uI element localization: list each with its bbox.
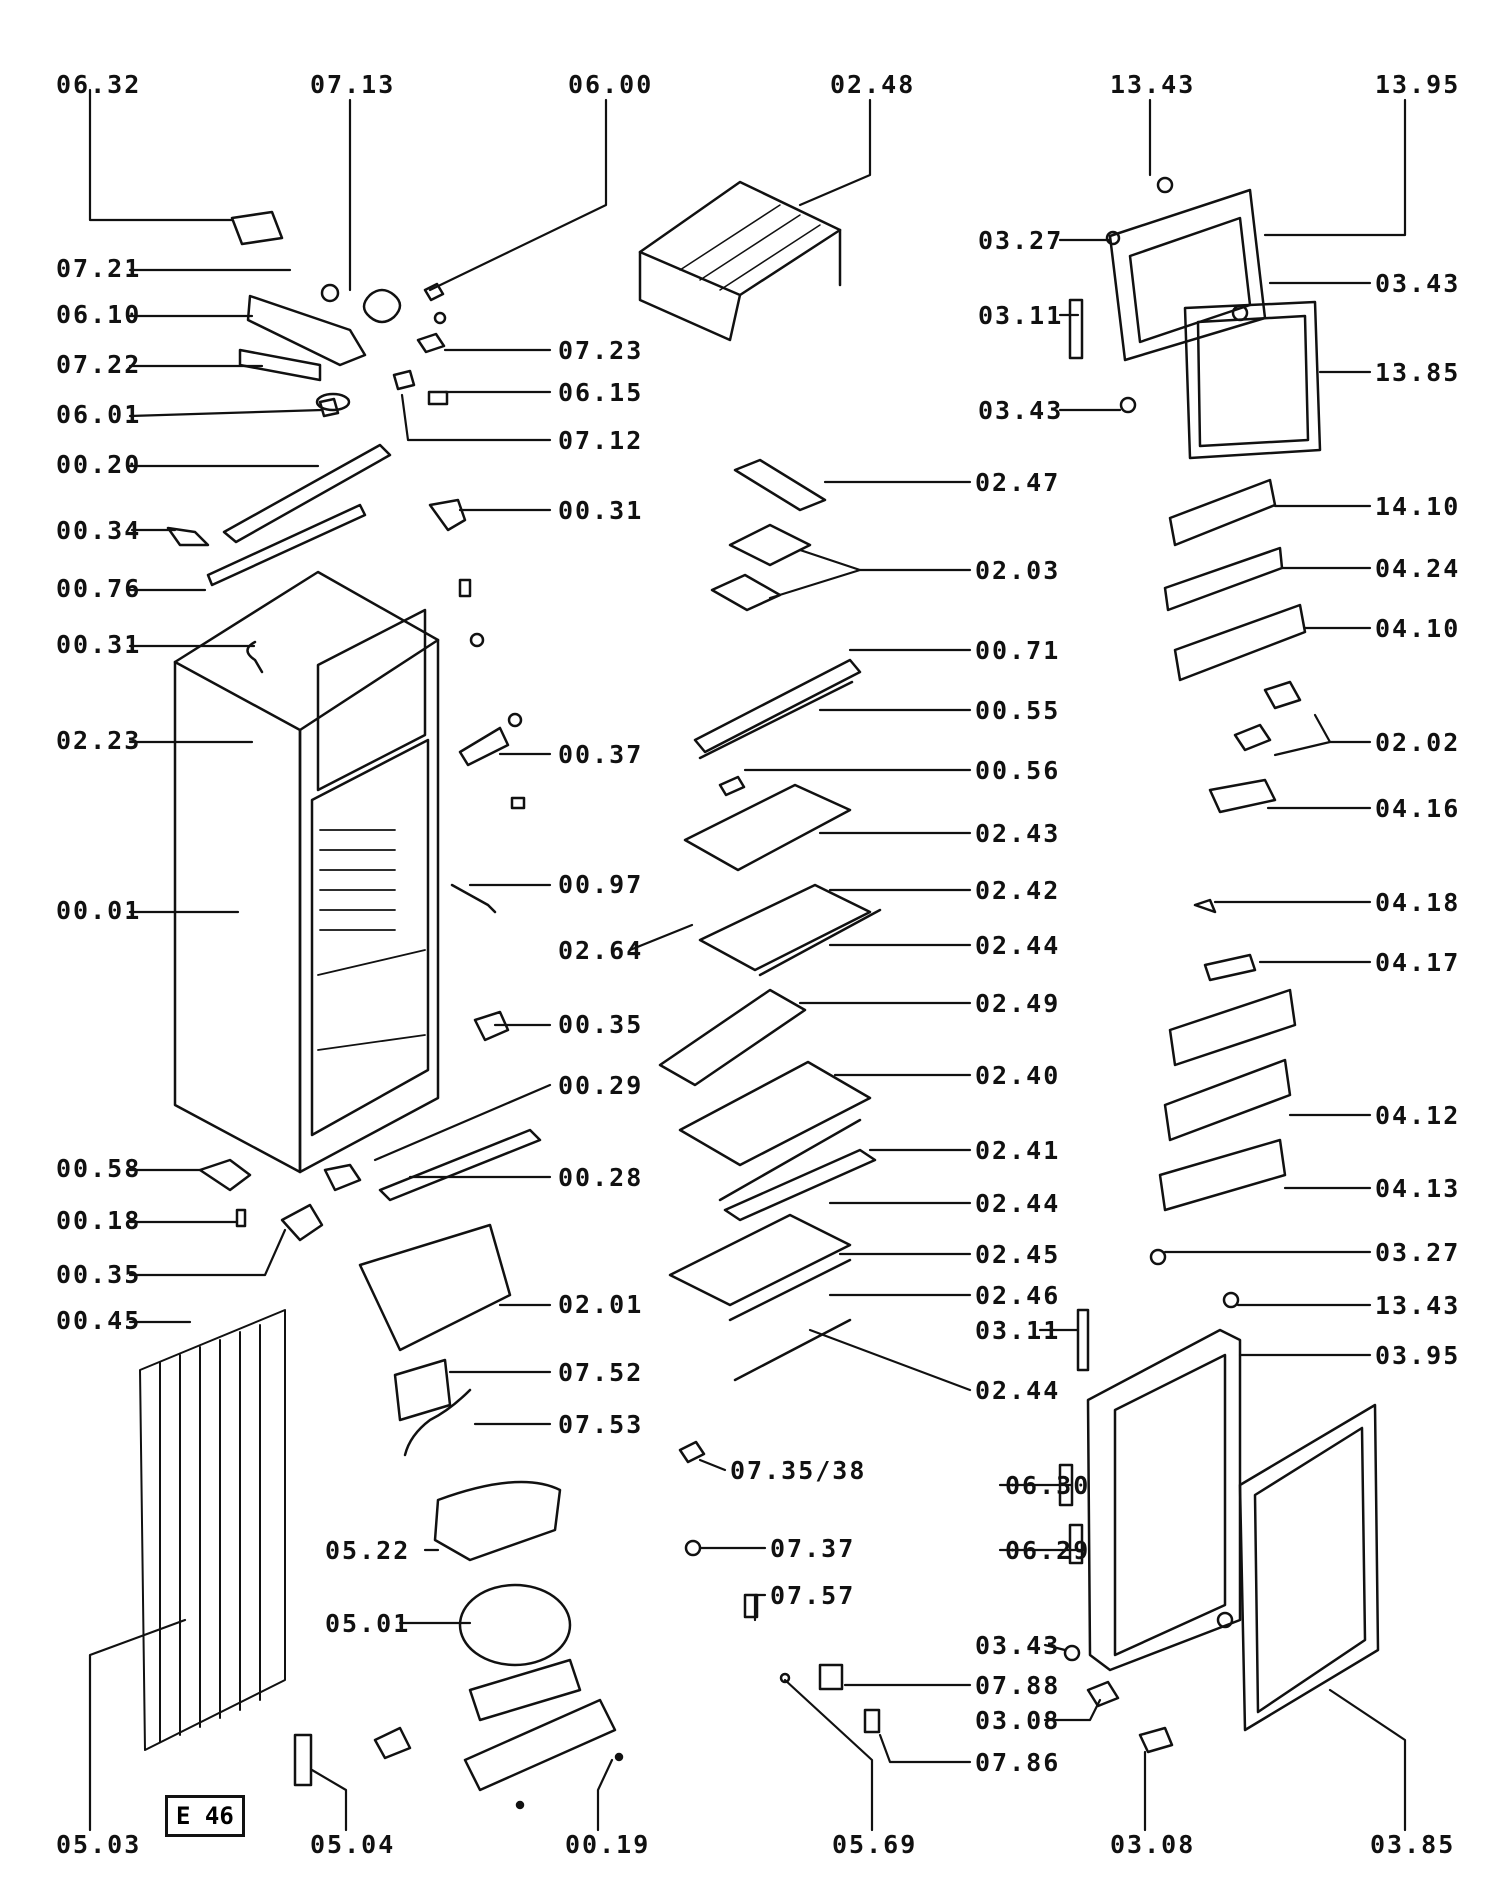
label-04-17: 04.17 xyxy=(1375,948,1461,977)
cabinet-body xyxy=(173,570,440,1174)
label-00-31-mid: 00.31 xyxy=(558,496,644,525)
label-06-32: 06.32 xyxy=(56,70,142,99)
label-00-19: 00.19 xyxy=(565,1830,651,1859)
label-05-04: 05.04 xyxy=(310,1830,396,1859)
label-00-97: 00.97 xyxy=(558,870,644,899)
label-00-76: 00.76 xyxy=(56,574,142,603)
label-07-12: 07.12 xyxy=(558,426,644,455)
label-04-12: 04.12 xyxy=(1375,1101,1461,1130)
label-13-95: 13.95 xyxy=(1375,70,1461,99)
label-02-42: 02.42 xyxy=(975,876,1061,905)
label-06-15: 06.15 xyxy=(558,378,644,407)
label-05-03: 05.03 xyxy=(56,1830,142,1859)
label-13-43-top: 13.43 xyxy=(1110,70,1196,99)
label-04-13: 04.13 xyxy=(1375,1174,1461,1203)
label-05-01: 05.01 xyxy=(325,1609,411,1638)
label-03-43-left: 03.43 xyxy=(978,396,1064,425)
label-00-35-mid: 00.35 xyxy=(558,1010,644,1039)
label-00-20: 00.20 xyxy=(56,450,142,479)
label-00-18: 00.18 xyxy=(56,1206,142,1235)
label-04-24: 04.24 xyxy=(1375,554,1461,583)
label-13-43-bottom: 13.43 xyxy=(1375,1291,1461,1320)
label-00-29: 00.29 xyxy=(558,1071,644,1100)
label-03-95: 03.95 xyxy=(1375,1341,1461,1370)
label-05-22: 05.22 xyxy=(325,1536,411,1565)
label-00-31-left: 00.31 xyxy=(56,630,142,659)
label-03-11-bottom: 03.11 xyxy=(975,1316,1061,1345)
label-02-03: 02.03 xyxy=(975,556,1061,585)
label-00-45: 00.45 xyxy=(56,1306,142,1335)
label-02-47: 02.47 xyxy=(975,468,1061,497)
label-07-37: 07.37 xyxy=(770,1534,856,1563)
label-02-44-b: 02.44 xyxy=(975,1189,1061,1218)
label-07-52: 07.52 xyxy=(558,1358,644,1387)
condenser xyxy=(139,1309,286,1751)
label-07-86: 07.86 xyxy=(975,1748,1061,1777)
label-02-48: 02.48 xyxy=(830,70,916,99)
label-07-23: 07.23 xyxy=(558,336,644,365)
label-04-10: 04.10 xyxy=(1375,614,1461,643)
label-00-34: 00.34 xyxy=(56,516,142,545)
label-06-30: 06.30 xyxy=(1005,1471,1091,1500)
shelves xyxy=(638,180,882,1734)
label-07-22: 07.22 xyxy=(56,350,142,379)
label-06-29: 06.29 xyxy=(1005,1536,1091,1565)
label-03-08-bottom: 03.08 xyxy=(1110,1830,1196,1859)
label-14-10: 14.10 xyxy=(1375,492,1461,521)
label-02-45: 02.45 xyxy=(975,1240,1061,1269)
label-04-16: 04.16 xyxy=(1375,794,1461,823)
label-07-88: 07.88 xyxy=(975,1671,1061,1700)
label-06-10: 06.10 xyxy=(56,300,142,329)
label-03-43-bottom: 03.43 xyxy=(975,1631,1061,1660)
label-02-23: 02.23 xyxy=(56,726,142,755)
label-06-00: 06.00 xyxy=(568,70,654,99)
label-02-40: 02.40 xyxy=(975,1061,1061,1090)
label-00-55: 00.55 xyxy=(975,696,1061,725)
label-00-28: 00.28 xyxy=(558,1163,644,1192)
label-00-56: 00.56 xyxy=(975,756,1061,785)
label-00-01: 00.01 xyxy=(56,896,142,925)
label-00-71: 00.71 xyxy=(975,636,1061,665)
label-03-85: 03.85 xyxy=(1370,1830,1456,1859)
label-02-49: 02.49 xyxy=(975,989,1061,1018)
leader-lines xyxy=(88,88,1407,1832)
label-06-01: 06.01 xyxy=(56,400,142,429)
top-hardware xyxy=(166,210,526,1042)
label-07-57: 07.57 xyxy=(770,1581,856,1610)
lower-left-hardware xyxy=(198,1128,624,1810)
label-02-02: 02.02 xyxy=(1375,728,1461,757)
label-02-44-a: 02.44 xyxy=(975,931,1061,960)
label-03-27-bottom: 03.27 xyxy=(1375,1238,1461,1267)
label-00-35-left: 00.35 xyxy=(56,1260,142,1289)
label-03-27-top: 03.27 xyxy=(978,226,1064,255)
label-02-44-c: 02.44 xyxy=(975,1376,1061,1405)
label-02-46: 02.46 xyxy=(975,1281,1061,1310)
label-03-08-left: 03.08 xyxy=(975,1706,1061,1735)
label-02-64: 02.64 xyxy=(558,936,644,965)
diagram-code-box: E 46 xyxy=(165,1795,245,1837)
label-07-35-38: 07.35/38 xyxy=(730,1456,867,1485)
label-04-18: 04.18 xyxy=(1375,888,1461,917)
label-03-43-right: 03.43 xyxy=(1375,269,1461,298)
label-00-37: 00.37 xyxy=(558,740,644,769)
label-02-01: 02.01 xyxy=(558,1290,644,1319)
label-13-85: 13.85 xyxy=(1375,358,1461,387)
label-05-69: 05.69 xyxy=(832,1830,918,1859)
label-02-41: 02.41 xyxy=(975,1136,1061,1165)
label-00-58: 00.58 xyxy=(56,1154,142,1183)
label-07-53: 07.53 xyxy=(558,1410,644,1439)
label-07-13: 07.13 xyxy=(310,70,396,99)
label-07-21: 07.21 xyxy=(56,254,142,283)
label-03-11-top: 03.11 xyxy=(978,301,1064,330)
doors xyxy=(1058,176,1380,1754)
label-02-43: 02.43 xyxy=(975,819,1061,848)
